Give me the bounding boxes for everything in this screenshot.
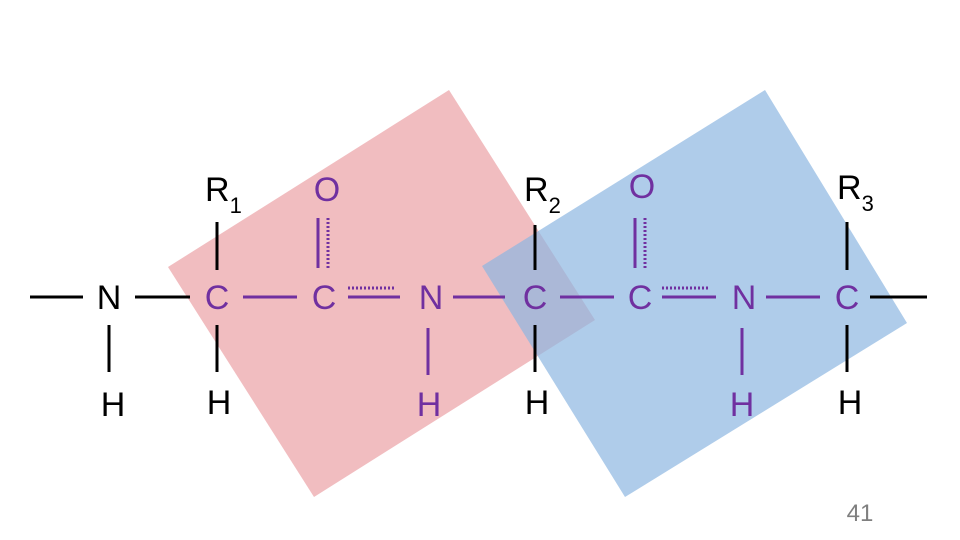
atom-h-n3: H <box>730 386 755 424</box>
atom-n2: N <box>419 279 444 317</box>
atom-o2: O <box>629 168 655 206</box>
atom-h-ca3: H <box>838 384 863 422</box>
r1-subscript: 1 <box>230 193 242 218</box>
atom-ca3: C <box>835 279 860 317</box>
atom-c1: C <box>312 279 337 317</box>
r3-base: R <box>837 169 862 207</box>
r2-base: R <box>524 171 549 209</box>
page-number: 41 <box>846 500 874 527</box>
atom-h-n2: H <box>417 386 442 424</box>
atom-n1: N <box>97 279 122 317</box>
atom-h-ca2: H <box>525 384 550 422</box>
atom-r2: R2 <box>524 171 561 218</box>
backbone-bonds <box>30 286 927 299</box>
atom-r1: R1 <box>205 171 242 218</box>
r2-subscript: 2 <box>549 193 561 218</box>
r3-subscript: 3 <box>862 191 874 216</box>
atom-n3: N <box>732 279 757 317</box>
peptide-plane-1 <box>168 90 595 497</box>
r1-base: R <box>205 171 230 209</box>
peptide-plane-2 <box>482 90 907 497</box>
atom-ca1: C <box>205 279 230 317</box>
atom-ca2: C <box>523 279 548 317</box>
side-bonds <box>107 218 849 375</box>
atom-h-n1: H <box>101 386 126 424</box>
atom-h-ca1: H <box>207 384 232 422</box>
atom-o1: O <box>314 171 340 209</box>
atom-c2: C <box>628 279 653 317</box>
atom-r3: R3 <box>837 169 874 216</box>
